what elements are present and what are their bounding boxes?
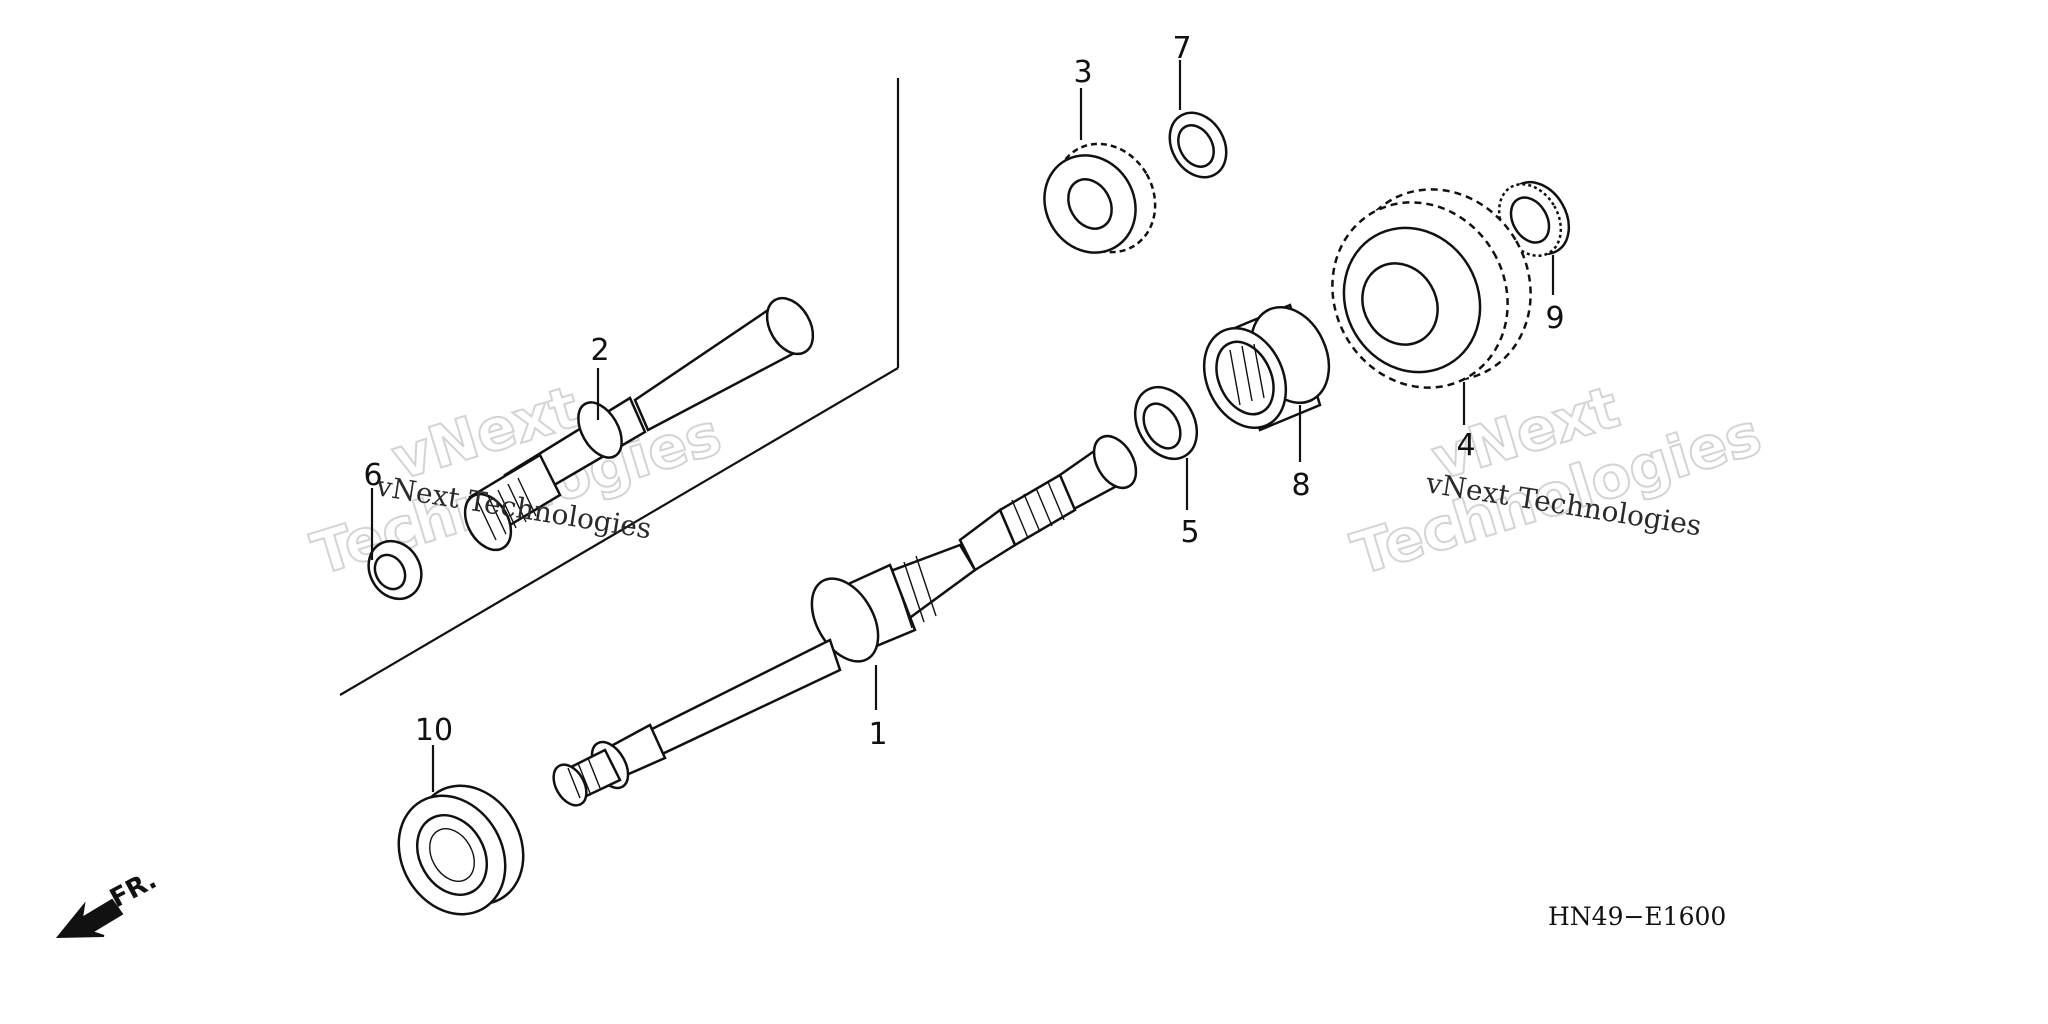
callout-2: 2 — [590, 333, 609, 368]
callout-7: 7 — [1172, 31, 1191, 66]
callout-3: 3 — [1073, 55, 1092, 90]
callout-5: 5 — [1180, 515, 1199, 550]
part-10-ball-bearing — [397, 784, 525, 916]
callouts: 1 2 3 4 5 6 7 8 9 10 — [363, 31, 1564, 752]
callout-4: 4 — [1456, 428, 1475, 463]
part-9-seal — [1497, 180, 1571, 258]
part-4-large-gear — [1331, 188, 1532, 389]
watermark-right: vNext Technologies — [1343, 372, 1769, 590]
assembly-boundary — [339, 78, 900, 696]
part-7-washer — [1168, 111, 1228, 179]
part-5-washer — [1133, 385, 1199, 461]
callout-6: 6 — [363, 458, 382, 493]
drawing-code: HN49−E1600 — [1548, 902, 1726, 931]
part-2-shaft — [463, 296, 815, 552]
callout-9: 9 — [1545, 301, 1564, 336]
arrow-left-icon — [55, 898, 124, 939]
part-1-shaft — [552, 434, 1138, 807]
front-direction-arrow: FR. — [55, 865, 162, 939]
leader-lines — [370, 60, 1555, 792]
part-6-washer — [367, 539, 423, 601]
part-3-small-gear — [1043, 142, 1157, 254]
callout-1: 1 — [868, 717, 887, 752]
callout-10: 10 — [415, 713, 453, 748]
callout-8: 8 — [1291, 468, 1310, 503]
part-8-needle-bearing — [1202, 303, 1331, 432]
